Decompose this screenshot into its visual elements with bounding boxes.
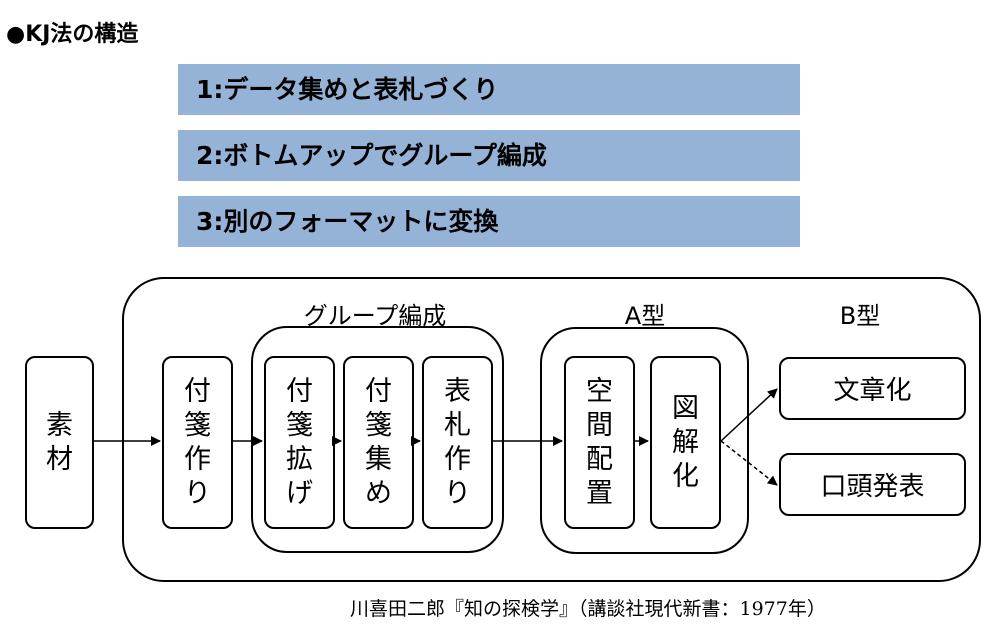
writing-text: 文章化 (833, 376, 912, 406)
label-making-box: 表札作り (422, 356, 493, 529)
page-title: ●KJ法の構造 (6, 22, 139, 47)
group-formation-label: グループ編成 (303, 302, 447, 330)
type-b-label: B型 (839, 302, 881, 330)
card-spread-box: 付箋拡げ (264, 356, 335, 529)
card-gather-text: 付箋集め (365, 375, 392, 509)
writing-box: 文章化 (779, 357, 966, 420)
diagramming-text: 図解化 (672, 392, 699, 492)
step-2-bar: 2:ボトムアップでグループ編成 (178, 130, 800, 181)
diagramming-box: 図解化 (650, 356, 721, 529)
citation: 川喜田二郎『知の探検学』（講談社現代新書：1977年） (350, 598, 826, 620)
type-a-label: A型 (624, 302, 666, 330)
card-gather-box: 付箋集め (343, 356, 414, 529)
step-3-bar: 3:別のフォーマットに変換 (178, 196, 800, 247)
card-making-text: 付箋作り (184, 375, 211, 509)
label-making-text: 表札作り (444, 375, 471, 509)
spatial-arrangement-box: 空間配置 (564, 356, 635, 529)
oral-presentation-text: 口頭発表 (820, 472, 925, 502)
step-1-bar: 1:データ集めと表札づくり (178, 64, 800, 115)
card-making-box: 付箋作り (162, 356, 233, 529)
card-spread-text: 付箋拡げ (286, 375, 313, 509)
source-text: 素材 (46, 409, 73, 475)
spatial-arrangement-text: 空間配置 (586, 375, 613, 509)
oral-presentation-box: 口頭発表 (779, 453, 966, 516)
source-box: 素材 (25, 356, 94, 529)
